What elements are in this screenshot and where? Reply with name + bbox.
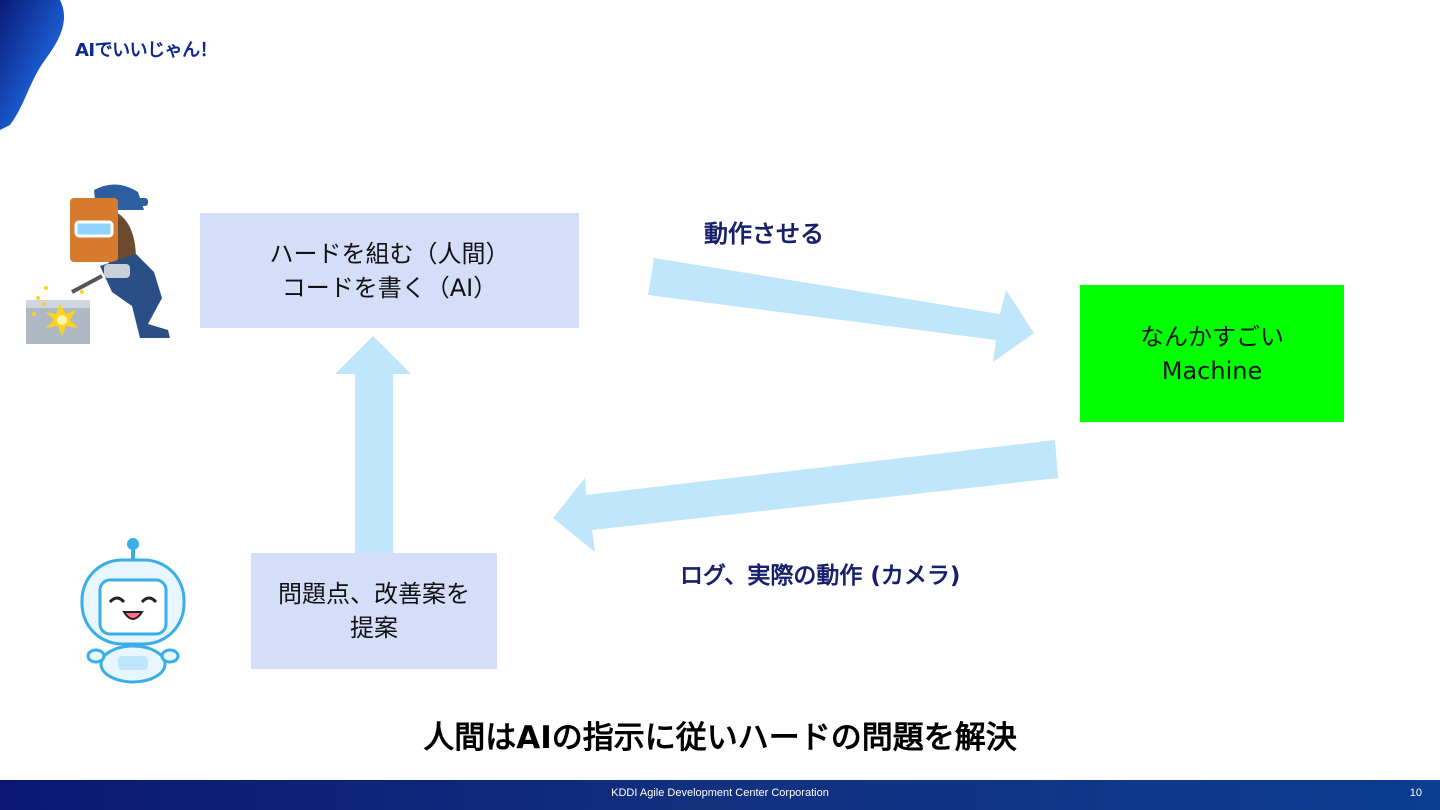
machine-box: なんかすごい Machine [1080, 285, 1344, 422]
arrow-up [335, 336, 411, 553]
run-label: 動作させる [704, 220, 824, 248]
hardware-line: ハードを組む（人間） [269, 239, 510, 268]
footer-company: KDDI Agile Development Center Corporatio… [611, 787, 829, 799]
arrow-run [648, 258, 1034, 362]
machine-line-1: なんかすごい [1140, 322, 1284, 351]
code-line: コードを書く（AI） [281, 273, 498, 302]
robot-illustration [80, 538, 186, 684]
page-number: 10 [1409, 787, 1422, 799]
feedback-line-2: 提案 [350, 614, 398, 642]
corner-decoration [0, 0, 65, 130]
footer-bar: KDDI Agile Development Center Corporatio… [0, 780, 1440, 810]
arrow-log [553, 440, 1058, 552]
log-label: ログ、実際の動作 (カメラ) [680, 563, 961, 589]
slide-title: AIでいいじゃん！ [75, 40, 218, 61]
hardware-code-box: ハードを組む（人間） コードを書く（AI） [200, 213, 579, 328]
machine-line-2: Machine [1161, 356, 1263, 385]
welder-worker-illustration [26, 184, 170, 344]
feedback-box: 問題点、改善案を 提案 [251, 553, 497, 669]
conclusion-text: 人間はAIの指示に従いハードの問題を解決 [423, 720, 1017, 756]
feedback-line-1: 問題点、改善案を [278, 580, 470, 608]
